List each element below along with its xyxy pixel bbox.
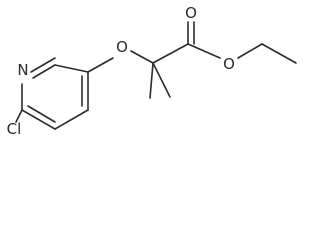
bond-c6-cl	[15, 109, 23, 123]
bond-o-cq	[130, 50, 154, 64]
atom-label-cl: Cl	[7, 120, 22, 138]
bond-c5-c6-inner	[27, 105, 56, 123]
bond-cq-ccarbonyl	[152, 43, 189, 64]
bond-n-c2	[32, 64, 56, 79]
bond-n-c2-inner	[30, 57, 56, 73]
atom-label-ester-o: O	[223, 55, 235, 73]
bond-c3-o	[87, 57, 114, 73]
bond-c2-c3	[54, 64, 89, 73]
atom-label-ether-o: O	[116, 38, 128, 56]
bond-cq-methyl-left	[149, 62, 154, 99]
bond-ch2-ch3	[261, 43, 297, 64]
bond-c5-c6	[21, 109, 56, 130]
bond-c4-c5	[54, 109, 89, 130]
chemical-structure: N Cl O O O	[7, 4, 297, 138]
atom-label-carbonyl-o: O	[185, 4, 197, 22]
bond-ccarbonyl-oester	[187, 43, 221, 59]
bond-cq-methyl-right	[152, 62, 171, 98]
bond-oester-ch2	[237, 43, 263, 59]
atom-label-n: N	[17, 61, 28, 79]
